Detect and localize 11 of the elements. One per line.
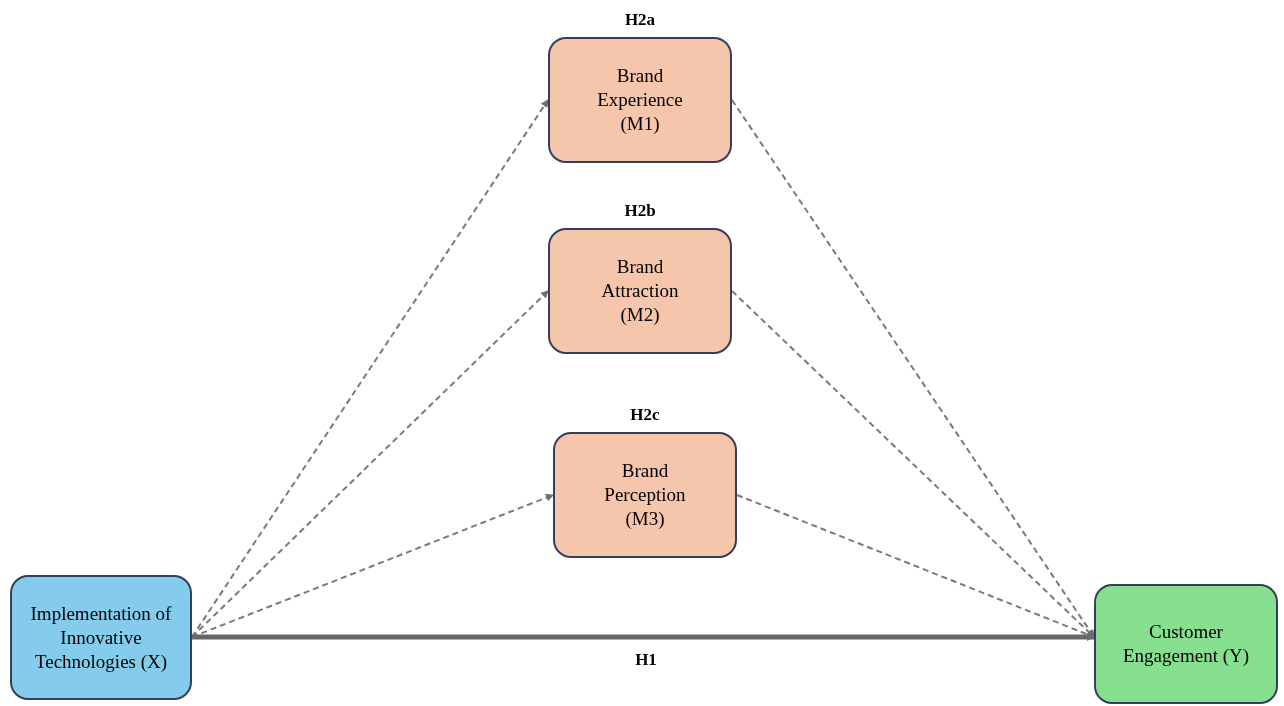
dashed-arrow: [191, 99, 549, 638]
dashed-arrow: [191, 290, 549, 638]
mediator-box: Brand Experience (M1): [548, 37, 732, 163]
hypothesis-label: H2b: [624, 200, 656, 222]
variable-box: Implementation of Innovative Technologies (X): [10, 575, 192, 700]
hypothesis-label: H2c: [630, 404, 660, 426]
mediator-box: Brand Perception (M3): [553, 432, 737, 558]
variable-box: Customer Engagement (Y): [1094, 584, 1278, 704]
hypothesis-label: H2a: [624, 9, 656, 31]
mediator-box: Brand Attraction (M2): [548, 228, 732, 354]
arrow: [192, 633, 1095, 641]
